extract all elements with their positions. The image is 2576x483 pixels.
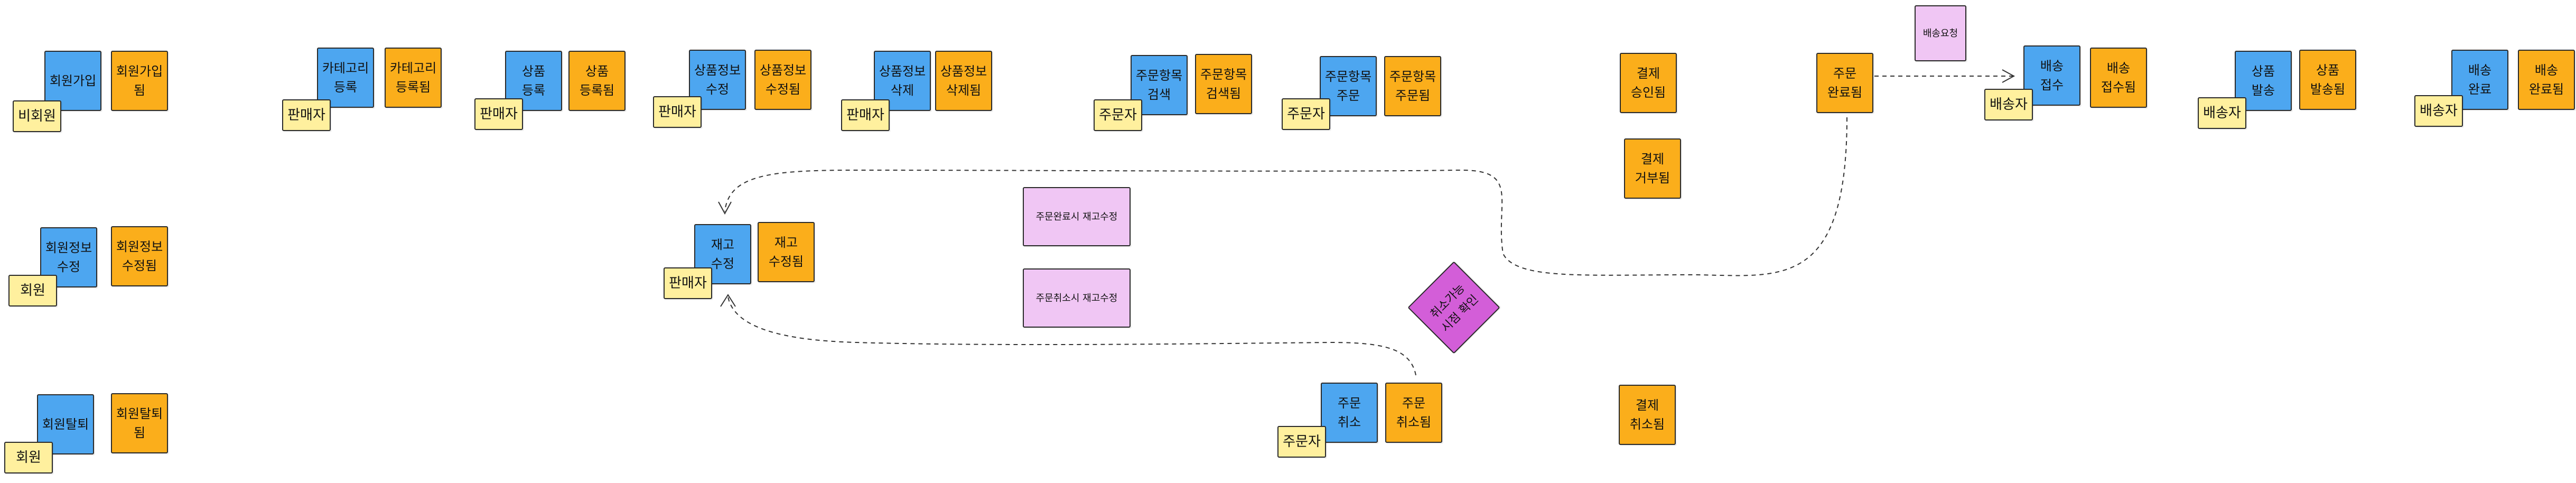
actor-seller[interactable]: 판매자 — [653, 96, 702, 128]
actor-deliverer[interactable]: 배송자 — [2198, 97, 2246, 129]
member-withdraw-event[interactable]: 회원탈퇴 됨 — [111, 393, 168, 453]
delivery-complete-event[interactable]: 배송 완료됨 — [2518, 50, 2575, 110]
actor-orderer[interactable]: 주문자 — [1282, 98, 1330, 130]
actor-member[interactable]: 회원 — [8, 275, 57, 306]
actor-deliverer[interactable]: 배송자 — [1984, 89, 2033, 120]
member-update-event[interactable]: 회원정보 수정됨 — [111, 226, 168, 286]
product-ship-event[interactable]: 상품 발송됨 — [2299, 50, 2356, 110]
order-complete-event[interactable]: 주문 완료됨 — [1816, 53, 1873, 113]
order-item-search-event[interactable]: 주문항목 검색됨 — [1195, 54, 1252, 114]
arrow-cancel-to-stock — [727, 296, 1416, 376]
order-cancel-event[interactable]: 주문 취소됨 — [1385, 383, 1442, 443]
actor-member[interactable]: 회원 — [4, 442, 53, 473]
payment-approved-event[interactable]: 결제 승인됨 — [1620, 53, 1677, 113]
category-register-event[interactable]: 카테고리 등록됨 — [385, 48, 442, 108]
policy-order-cancel-stock[interactable]: 주문취소시 재고수정 — [1023, 268, 1131, 328]
actor-deliverer[interactable]: 배송자 — [2414, 95, 2463, 127]
arrowhead-stock-bottom — [720, 294, 736, 307]
actor-nonmember[interactable]: 비회원 — [13, 100, 61, 132]
payment-rejected-event[interactable]: 결제 거부됨 — [1624, 138, 1681, 199]
order-cancel-command[interactable]: 주문 취소 — [1321, 383, 1378, 443]
delivery-receive-command[interactable]: 배송 접수 — [2023, 45, 2080, 106]
product-delete-event[interactable]: 상품정보 삭제됨 — [935, 51, 992, 111]
policy-delivery-request[interactable]: 배송요청 — [1915, 5, 1966, 61]
actor-seller[interactable]: 판매자 — [474, 98, 523, 130]
order-item-order-event[interactable]: 주문항목 주문됨 — [1384, 56, 1441, 116]
stock-update-event[interactable]: 재고 수정됨 — [758, 222, 815, 282]
actor-seller[interactable]: 판매자 — [841, 99, 890, 131]
product-register-event[interactable]: 상품 등록됨 — [568, 51, 626, 111]
arrowhead-stock-top — [718, 201, 732, 215]
category-register-command[interactable]: 카테고리 등록 — [317, 48, 374, 108]
actor-seller[interactable]: 판매자 — [282, 99, 331, 131]
actor-orderer[interactable]: 주문자 — [1277, 426, 1326, 458]
arrow-order-complete-to-stock — [724, 117, 1847, 276]
payment-cancelled-event[interactable]: 결제 취소됨 — [1619, 385, 1676, 445]
member-signup-event[interactable]: 회원가입 됨 — [111, 51, 168, 111]
policy-order-complete-stock[interactable]: 주문완료시 재고수정 — [1023, 187, 1131, 246]
delivery-receive-event[interactable]: 배송 접수됨 — [2090, 48, 2147, 108]
actor-seller[interactable]: 판매자 — [664, 267, 712, 299]
actor-orderer[interactable]: 주문자 — [1094, 99, 1142, 131]
arrowhead-delivery — [2002, 69, 2015, 83]
product-update-event[interactable]: 상품정보 수정됨 — [754, 50, 811, 110]
